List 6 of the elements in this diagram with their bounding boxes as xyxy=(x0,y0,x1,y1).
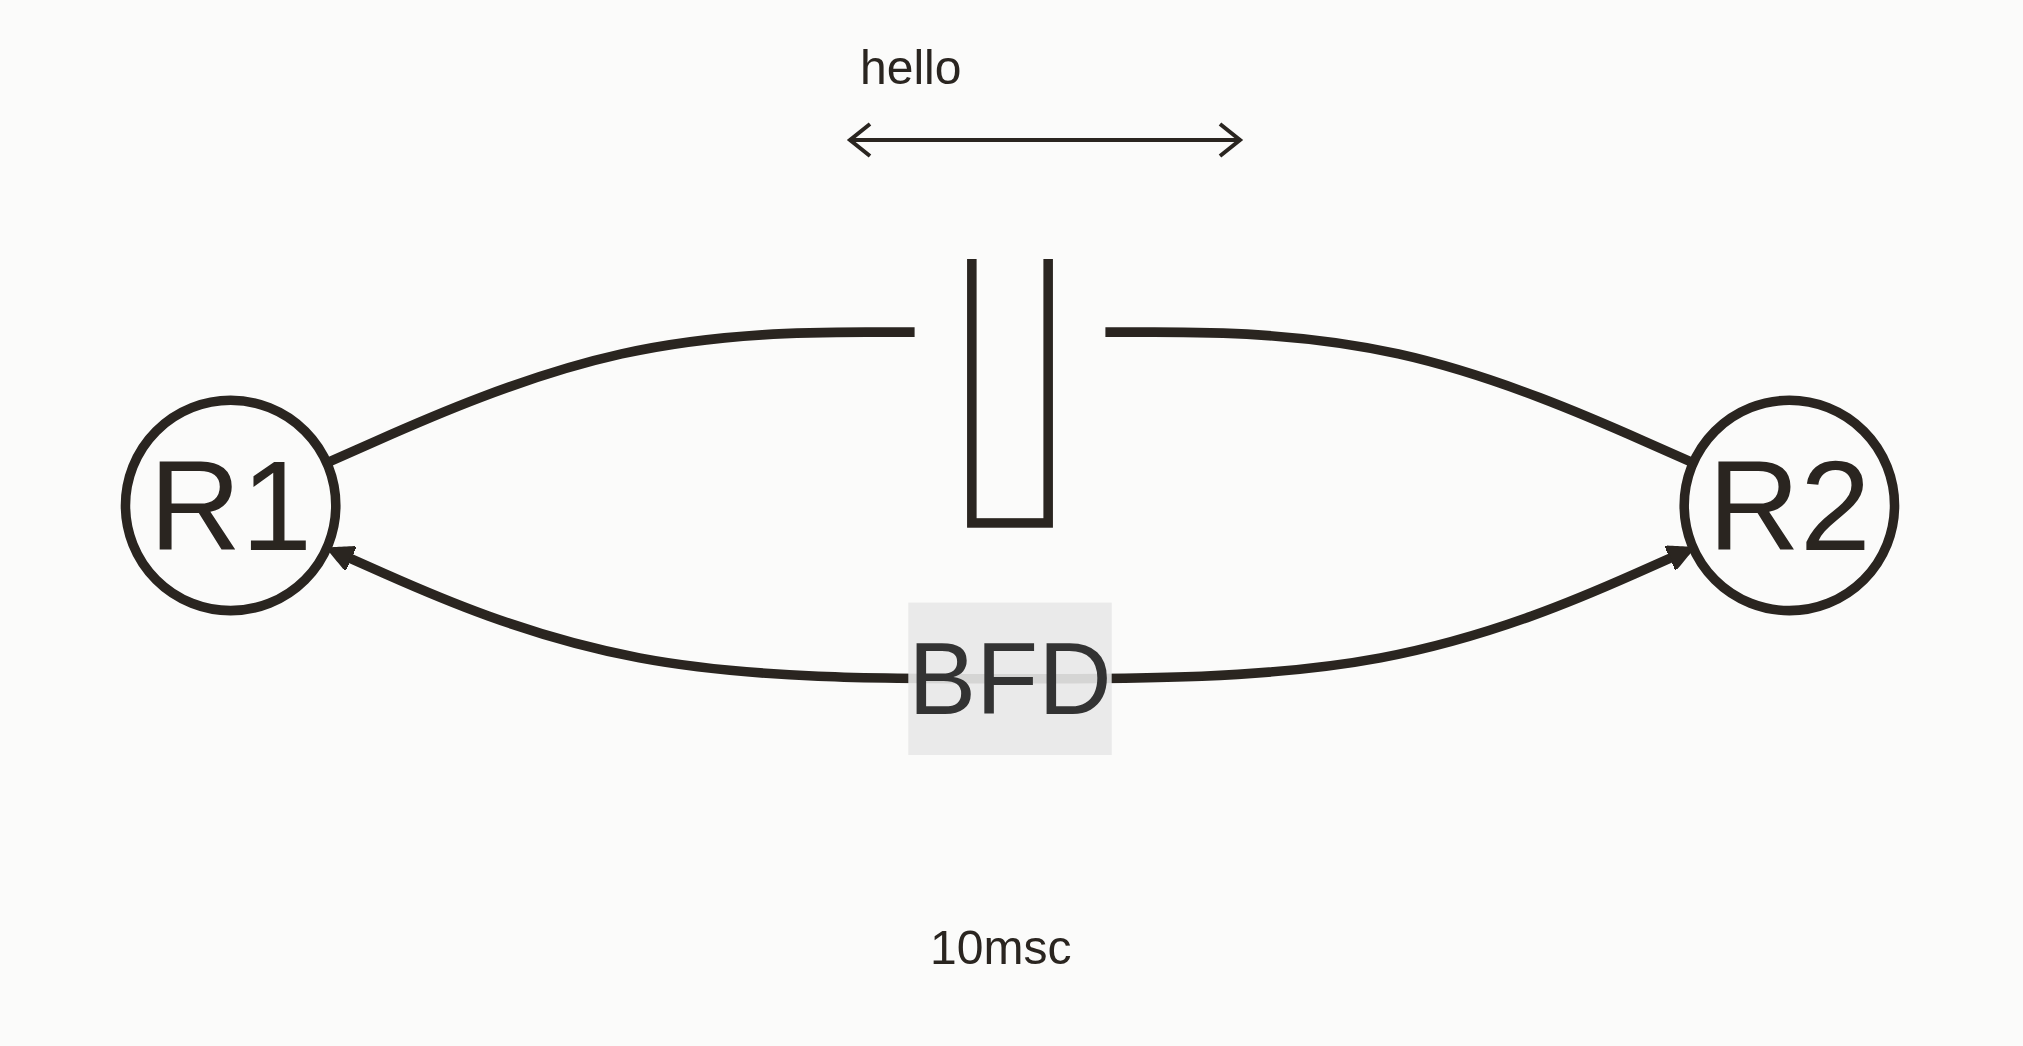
node-circle: R1 xyxy=(120,395,341,616)
node-bar xyxy=(967,259,1053,528)
message-label: hello xyxy=(860,40,962,95)
interval-label: 10msc xyxy=(930,920,1072,975)
node-circle: R2 xyxy=(1679,395,1900,616)
edge-label: BFD xyxy=(908,621,1112,737)
